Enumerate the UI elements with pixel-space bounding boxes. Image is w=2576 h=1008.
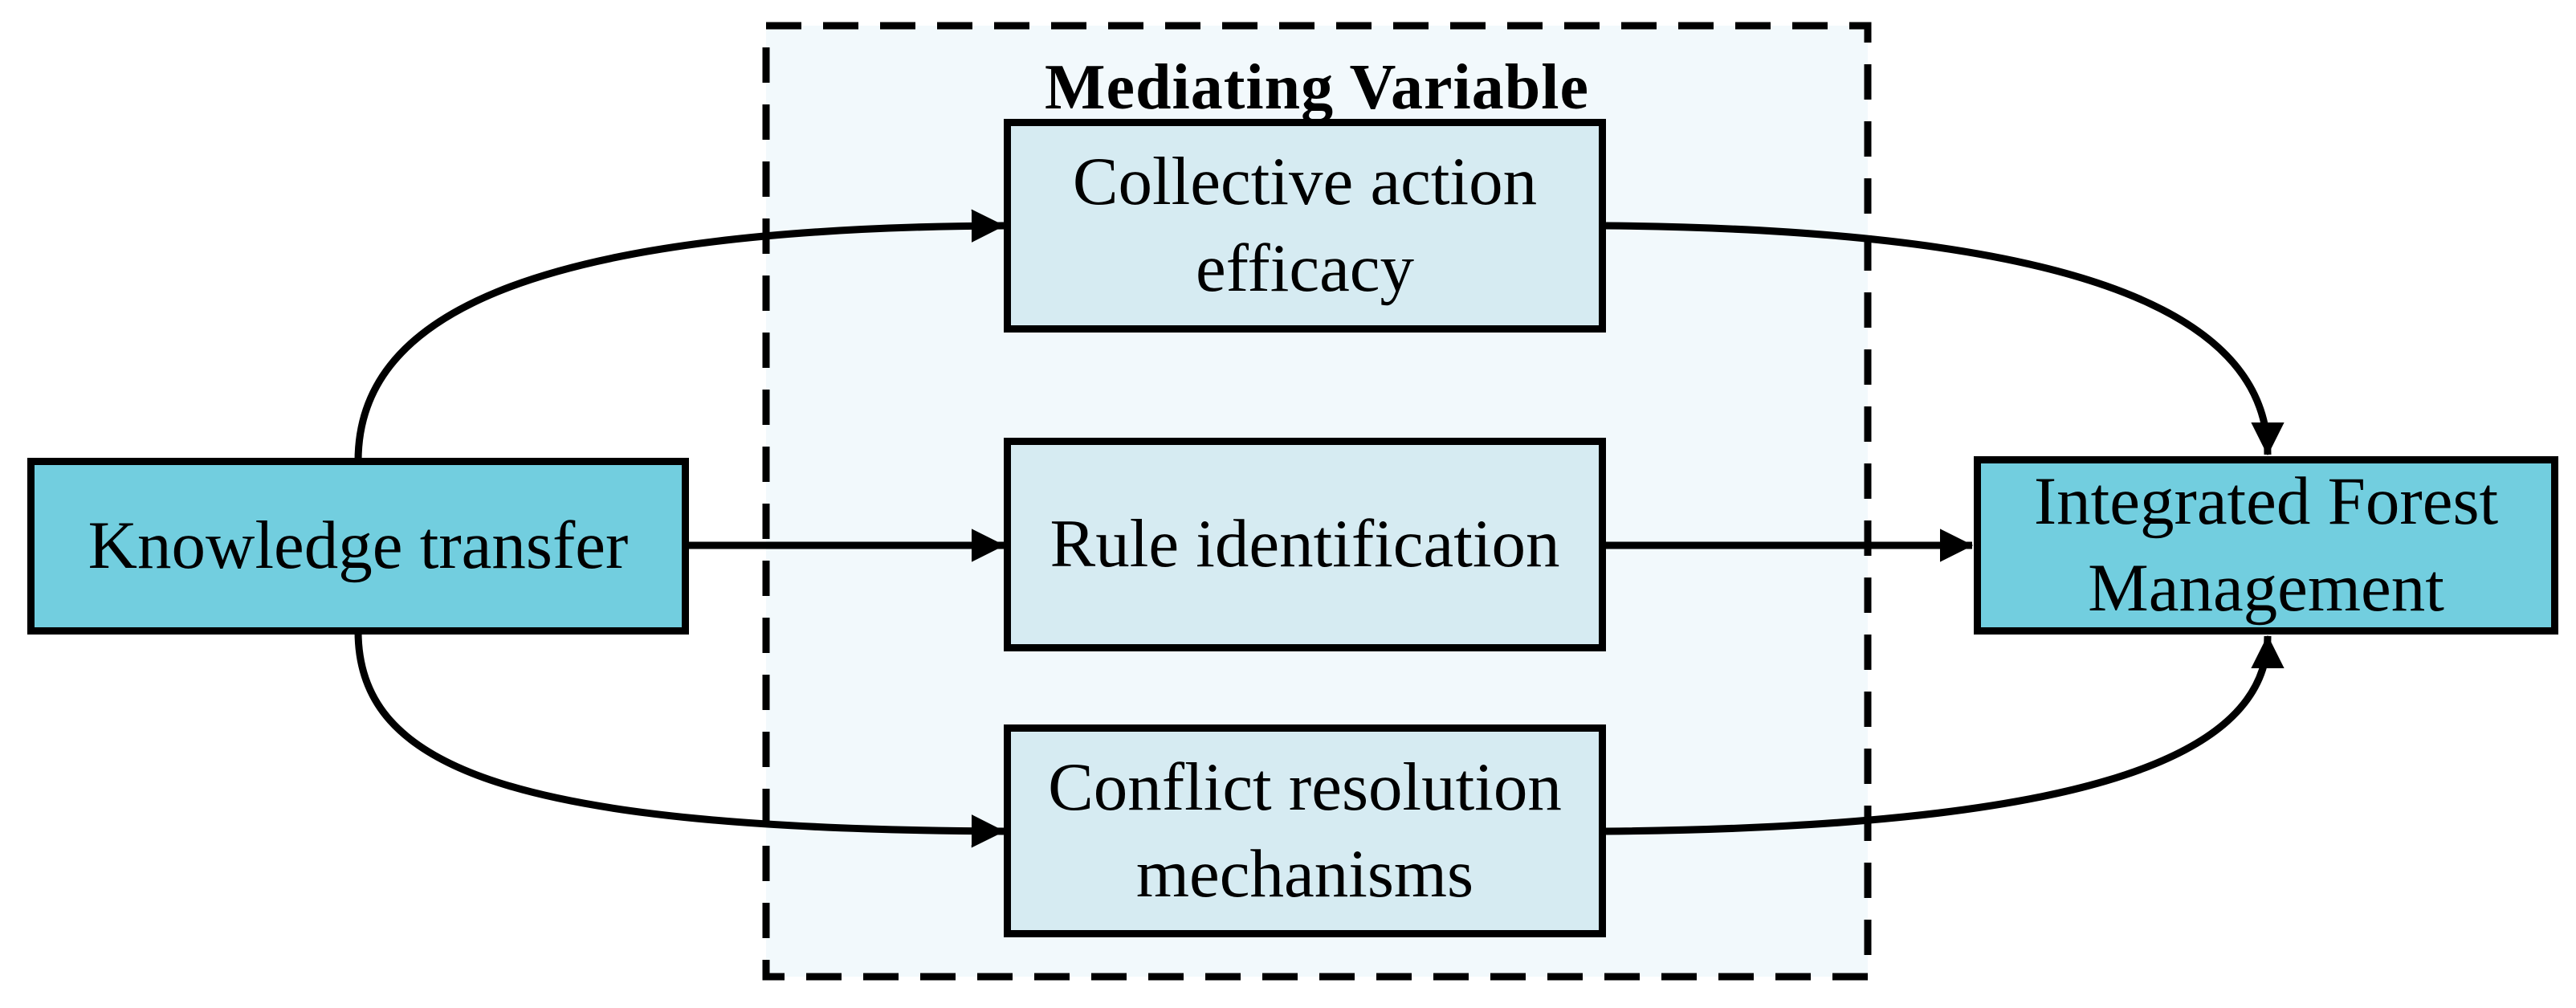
arrow-collective-to-ifm <box>1605 222 2285 456</box>
node-label: Management <box>2088 550 2444 626</box>
node-label: Rule identification <box>1050 506 1560 582</box>
node-collective-action-efficacy: Collective action efficacy <box>1004 119 1606 333</box>
node-label: Integrated Forest <box>2033 463 2499 540</box>
node-rule-identification: Rule identification <box>1004 438 1606 651</box>
node-label: mechanisms <box>1135 835 1474 912</box>
arrow-knowledge-to-collective <box>354 209 1005 462</box>
node-knowledge-transfer: Knowledge transfer <box>27 458 689 635</box>
mediating-variable-label: Mediating Variable <box>1044 52 1590 123</box>
node-label: Conflict resolution <box>1048 749 1562 825</box>
arrow-conflict-to-ifm <box>1605 635 2285 835</box>
arrow-knowledge-to-conflict <box>354 631 1005 848</box>
node-conflict-resolution-mechanisms: Conflict resolution mechanisms <box>1004 724 1606 937</box>
node-label: Collective action <box>1072 144 1538 220</box>
node-label: Knowledge transfer <box>88 508 629 584</box>
node-integrated-forest-management: Integrated Forest Management <box>1974 456 2558 635</box>
node-label: efficacy <box>1195 231 1415 306</box>
